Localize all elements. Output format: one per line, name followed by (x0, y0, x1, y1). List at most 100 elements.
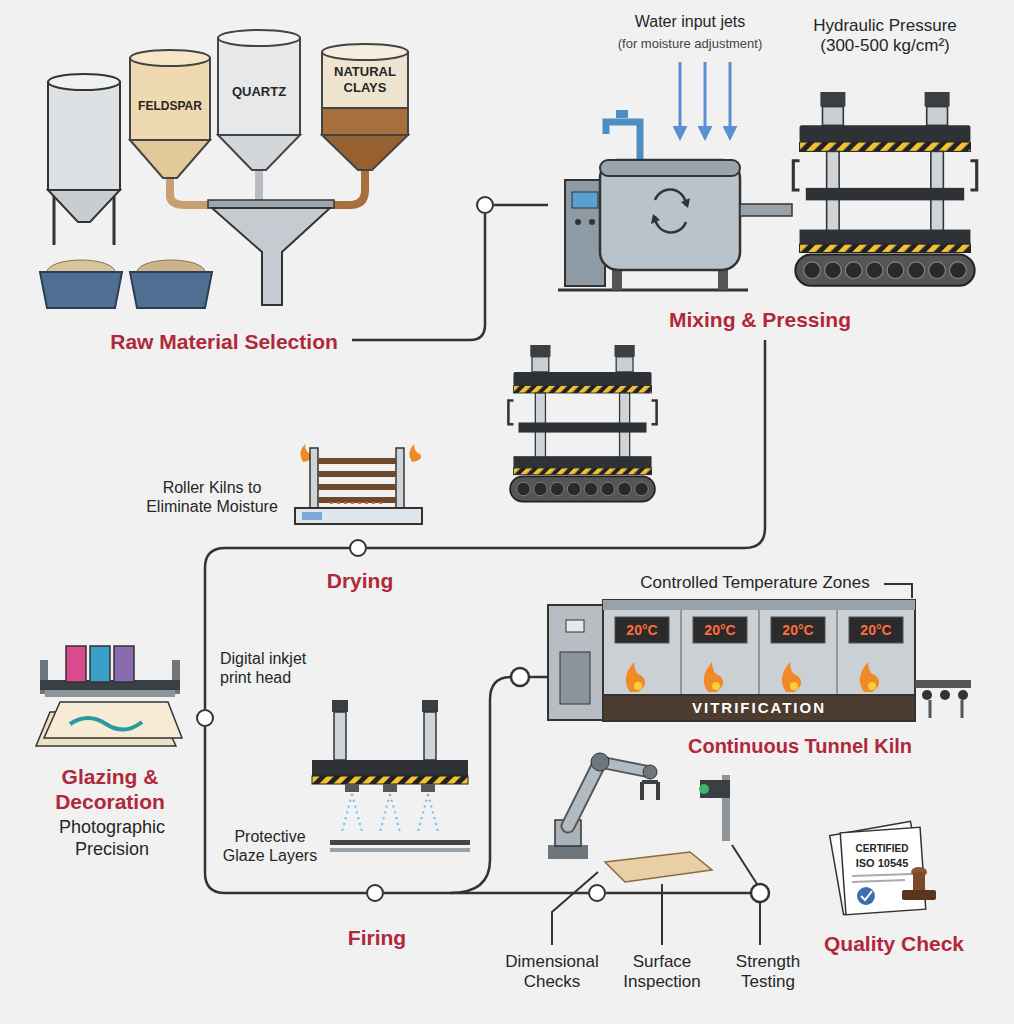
stage-label: Raw Material Selection (110, 329, 338, 354)
water-jets (606, 62, 730, 160)
certificate (902, 890, 936, 900)
mixer-machine (612, 268, 622, 290)
material-pipes (255, 170, 263, 205)
inspection-robot (568, 762, 600, 826)
tunnel-kiln (634, 682, 876, 690)
clay-hopper (322, 108, 408, 135)
callout-text: Digital inkjet print head (220, 649, 332, 687)
storage-silo (113, 190, 116, 245)
check-label: Surface Inspection (612, 952, 712, 993)
inkjet-printer (40, 680, 180, 690)
stage-label: Glazing & Decoration (40, 764, 180, 814)
tunnel-kiln (884, 584, 912, 598)
storage-silo (48, 74, 120, 90)
inkjet-printer (44, 702, 182, 738)
clay-hopper (322, 44, 408, 170)
glaze-sprayer (312, 776, 468, 784)
drying-rack (295, 508, 422, 524)
kiln-band-label: VITRIFICATION (692, 699, 826, 717)
inspection-robot (605, 852, 712, 882)
glaze-sprayer (330, 848, 470, 852)
inkjet-printer (36, 646, 182, 746)
material-bin (40, 260, 212, 308)
stage-label: Firing (348, 925, 406, 950)
inspection-robot (722, 775, 730, 841)
tunnel-kiln (860, 662, 879, 692)
flow-line (205, 727, 366, 893)
water-jets (606, 122, 640, 160)
glaze-sprayer (421, 784, 435, 792)
tunnel-kiln (548, 605, 603, 720)
storage-silo (48, 190, 120, 222)
material-pipes (170, 178, 225, 205)
leader-line (352, 214, 485, 340)
inspection-robot (591, 753, 609, 771)
tunnel-kiln (626, 662, 645, 692)
drying-rack (318, 497, 396, 503)
glaze-sprayer (345, 784, 359, 792)
tunnel-kiln (771, 617, 825, 643)
glaze-sprayer (428, 794, 438, 832)
mixing-funnel (208, 200, 334, 208)
tunnel-kiln (782, 662, 801, 692)
mixer-machine (565, 180, 605, 286)
tunnel-kiln (560, 652, 590, 704)
temp-display: 20°C (782, 622, 813, 639)
mixing-funnel (212, 208, 330, 305)
clay-hopper (322, 52, 408, 110)
tunnel-kiln (615, 617, 669, 643)
drying-rack (318, 458, 396, 464)
mixer-machine (572, 192, 598, 208)
inspection-robot (548, 753, 730, 882)
kiln-branch (450, 677, 511, 893)
certificate (830, 821, 925, 914)
leader-line (732, 845, 757, 884)
drying-rack (295, 444, 422, 524)
glaze-sprayer (342, 794, 438, 832)
stage-marker: Firing (366, 884, 384, 902)
tunnel-kiln (958, 690, 968, 700)
kiln-branch (529, 676, 548, 679)
drying-rack (310, 448, 318, 510)
inkjet-printer (36, 712, 176, 746)
inkjet-printer (66, 646, 86, 682)
inkjet-printer (114, 646, 134, 682)
certificate (913, 872, 925, 892)
inspection-robot (600, 762, 650, 772)
mixer-machine (575, 219, 581, 225)
certificate (857, 887, 875, 905)
tunnel-kiln (836, 610, 838, 695)
glaze-sprayer (424, 712, 436, 760)
mixer-machine (718, 268, 728, 290)
tunnel-kiln (548, 584, 971, 721)
leader-line (552, 845, 769, 945)
drying-rack (318, 471, 396, 477)
tunnel-kiln (929, 700, 932, 718)
material-pipes (315, 170, 365, 205)
inkjet-printer (172, 660, 180, 694)
feldspar-hopper (130, 58, 210, 140)
tunnel-kiln (915, 680, 971, 688)
clay-hopper (322, 135, 408, 170)
certificate (840, 827, 926, 914)
flow-line (367, 340, 765, 548)
tunnel-kiln (922, 690, 932, 700)
inspection-robot (600, 762, 650, 772)
tunnel-kiln (680, 610, 682, 695)
tunnel-kiln (693, 617, 747, 643)
temp-display: 20°C (704, 622, 735, 639)
leader-line (352, 214, 485, 340)
inspection-robot (643, 765, 657, 779)
stage-label: Mixing & Pressing (669, 307, 851, 332)
stage-marker: Drying (349, 539, 367, 557)
tunnel-kiln (790, 682, 798, 690)
mixer-machine (651, 214, 660, 224)
glaze-sprayer (422, 700, 438, 712)
quartz-hopper (218, 30, 300, 170)
quartz-hopper (218, 30, 300, 46)
tunnel-kiln (961, 700, 964, 718)
glaze-sprayer (380, 794, 390, 832)
callout-note: (for moisture adjustment) (618, 36, 763, 52)
leader-line (759, 902, 761, 945)
